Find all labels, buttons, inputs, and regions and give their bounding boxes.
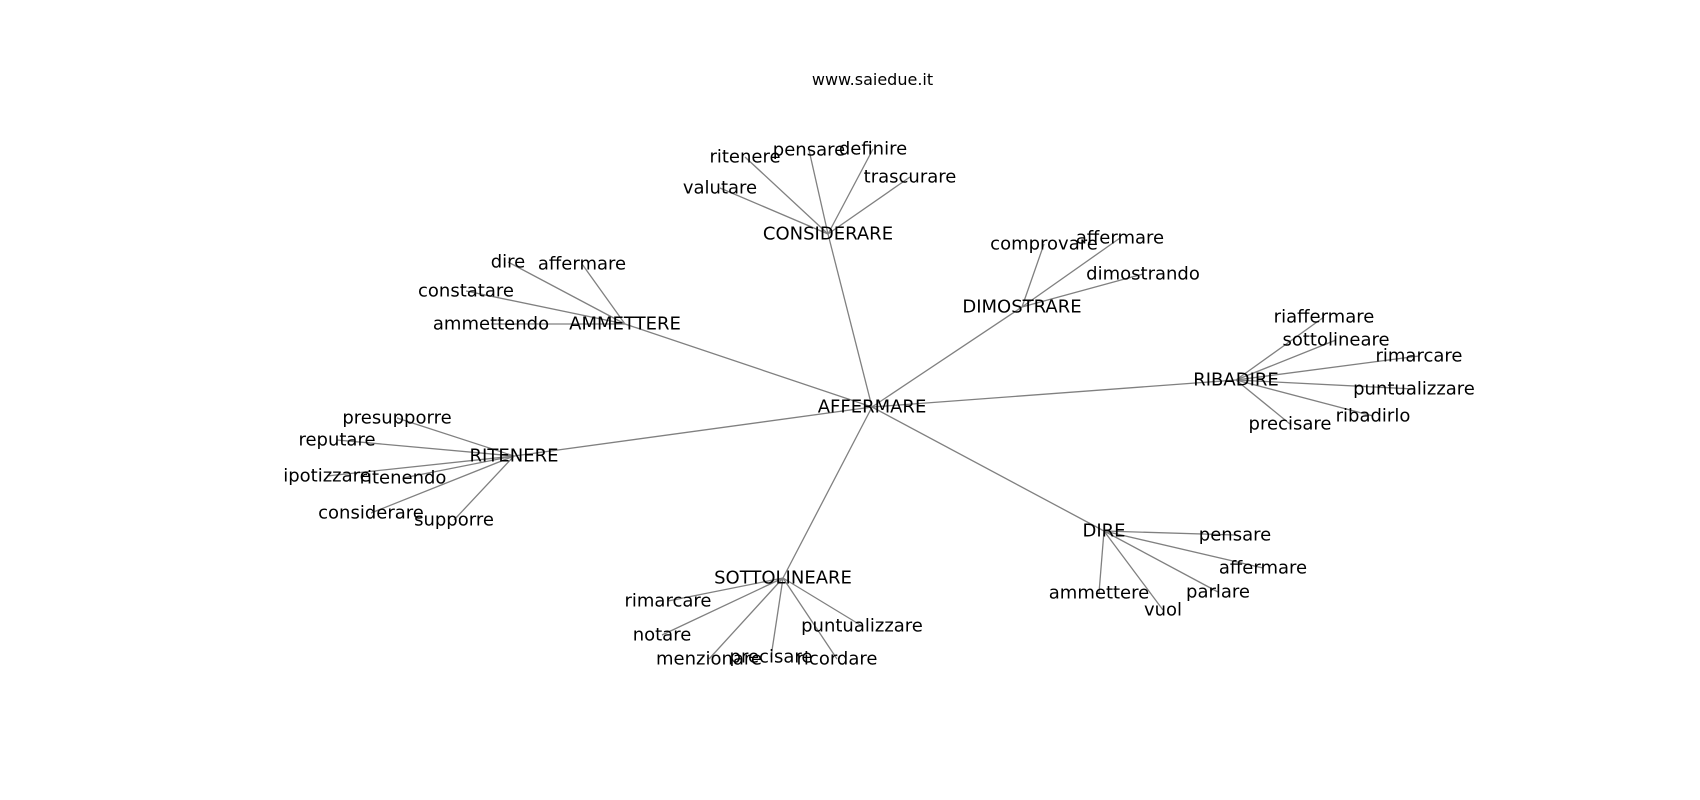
leaf-node-label: presupporre xyxy=(342,408,451,429)
hub-node-label: DIRE xyxy=(1082,521,1125,542)
edge-dire-parlare xyxy=(1103,530,1219,593)
edge-center-considerare xyxy=(827,233,873,408)
edge-ribadire-rimarcare xyxy=(1235,355,1420,381)
edge-ribadire-puntualizzare xyxy=(1235,379,1415,390)
edge-dire-pensare xyxy=(1103,530,1236,536)
leaf-node-label: comprovare xyxy=(990,234,1098,255)
leaf-node-label: ammettere xyxy=(1049,583,1149,604)
edge-ribadire-ribadirlo xyxy=(1235,379,1374,417)
leaf-node-label: dire xyxy=(491,252,526,273)
leaf-node-label: vuol xyxy=(1144,600,1182,621)
leaf-node-label: ritenendo xyxy=(360,468,447,489)
edge-ribadire-riaffermare xyxy=(1235,316,1325,381)
leaf-node-label: pensare xyxy=(773,140,845,161)
leaf-node-label: sottolineare xyxy=(1282,330,1389,351)
leaf-node-label: valutare xyxy=(683,178,757,199)
edge-ritenere-supporre xyxy=(453,455,515,521)
leaf-node-label: notare xyxy=(633,625,692,646)
edge-sottolineare-rimarcare xyxy=(667,577,784,602)
leaf-node-label: menzionare xyxy=(656,649,762,670)
leaf-node-label: affermare xyxy=(1076,228,1164,249)
edge-ammettere-affermare xyxy=(581,263,626,325)
edge-sottolineare-precisare xyxy=(770,577,784,658)
leaf-node-label: definire xyxy=(839,139,907,160)
edge-ammettere-constatare xyxy=(465,290,626,325)
watermark: www.saiedue.it xyxy=(811,70,934,89)
hub-node-label: CONSIDERARE xyxy=(763,224,893,245)
center-node-label: AFFERMARE xyxy=(818,397,927,418)
leaf-node-label: ritenere xyxy=(709,147,780,168)
edge-considerare-ritenere xyxy=(744,156,829,235)
edge-dimostrare-comprovare xyxy=(1021,243,1045,308)
leaf-node-label: ipotizzare xyxy=(283,466,371,487)
edge-ritenere-presupporre xyxy=(396,417,515,457)
leaf-node-label: considerare xyxy=(318,503,424,524)
label-layer: AFFERMARECONSIDERAREritenerepensaredefin… xyxy=(283,139,1475,670)
edge-dimostrare-affermare xyxy=(1021,237,1121,308)
edge-considerare-pensare xyxy=(808,149,829,235)
hub-node-label: SOTTOLINEARE xyxy=(714,568,852,589)
leaf-node-label: affermare xyxy=(1219,558,1307,579)
edge-ritenere-considerare xyxy=(370,455,515,514)
leaf-node-label: puntualizzare xyxy=(1353,379,1475,400)
edge-ammettere-dire xyxy=(507,261,626,325)
edge-center-ribadire xyxy=(871,379,1237,408)
leaf-node-label: riaffermare xyxy=(1274,307,1375,328)
leaf-node-label: rimarcare xyxy=(1376,346,1463,367)
edge-sottolineare-menzionare xyxy=(708,577,784,660)
leaf-node-label: parlare xyxy=(1186,582,1250,603)
edge-center-ammettere xyxy=(624,323,873,408)
leaf-node-label: ribadirlo xyxy=(1336,406,1411,427)
hub-node-label: RITENERE xyxy=(470,446,559,467)
edge-center-sottolineare xyxy=(782,406,873,579)
leaf-node-label: constatare xyxy=(418,281,514,302)
edge-considerare-trascurare xyxy=(827,176,911,235)
edge-dire-affermare xyxy=(1103,530,1264,569)
edge-ribadire-precisare xyxy=(1235,379,1291,425)
edge-ritenere-ipotizzare xyxy=(326,455,515,477)
edge-sottolineare-notare xyxy=(661,577,784,636)
edge-center-dire xyxy=(871,406,1105,532)
leaf-node-label: trascurare xyxy=(864,167,957,188)
edge-ribadire-sottolineare xyxy=(1235,339,1337,381)
edge-sottolineare-ricordare xyxy=(782,577,838,660)
hub-node-label: DIMOSTRARE xyxy=(962,297,1081,318)
edge-ritenere-reputare xyxy=(336,439,515,457)
edge-dire-vuol xyxy=(1103,530,1164,611)
leaf-node-label: precisare xyxy=(1249,414,1332,435)
leaf-node-label: ricordare xyxy=(797,649,878,670)
leaf-node-label: precisare xyxy=(730,647,813,668)
edge-sottolineare-puntualizzare xyxy=(782,577,863,627)
edge-ritenere-ritenendo xyxy=(402,455,515,479)
leaf-node-label: ammettendo xyxy=(433,314,549,335)
hub-node-label: AMMETTERE xyxy=(569,314,681,335)
edge-dimostrare-dimostrando xyxy=(1021,273,1144,308)
edge-dire-ammettere xyxy=(1098,530,1105,594)
leaf-node-label: dimostrando xyxy=(1086,264,1200,285)
leaf-node-label: supporre xyxy=(414,510,494,531)
edge-considerare-definire xyxy=(827,148,874,235)
edge-considerare-valutare xyxy=(719,187,829,235)
hub-node-label: RIBADIRE xyxy=(1193,370,1279,391)
leaf-node-label: affermare xyxy=(538,254,626,275)
edge-center-ritenere xyxy=(513,406,873,457)
edge-layer xyxy=(326,148,1420,660)
edge-center-dimostrare xyxy=(871,306,1023,408)
leaf-node-label: reputare xyxy=(298,430,375,451)
leaf-node-label: pensare xyxy=(1199,525,1271,546)
leaf-node-label: rimarcare xyxy=(625,591,712,612)
leaf-node-label: puntualizzare xyxy=(801,616,923,637)
